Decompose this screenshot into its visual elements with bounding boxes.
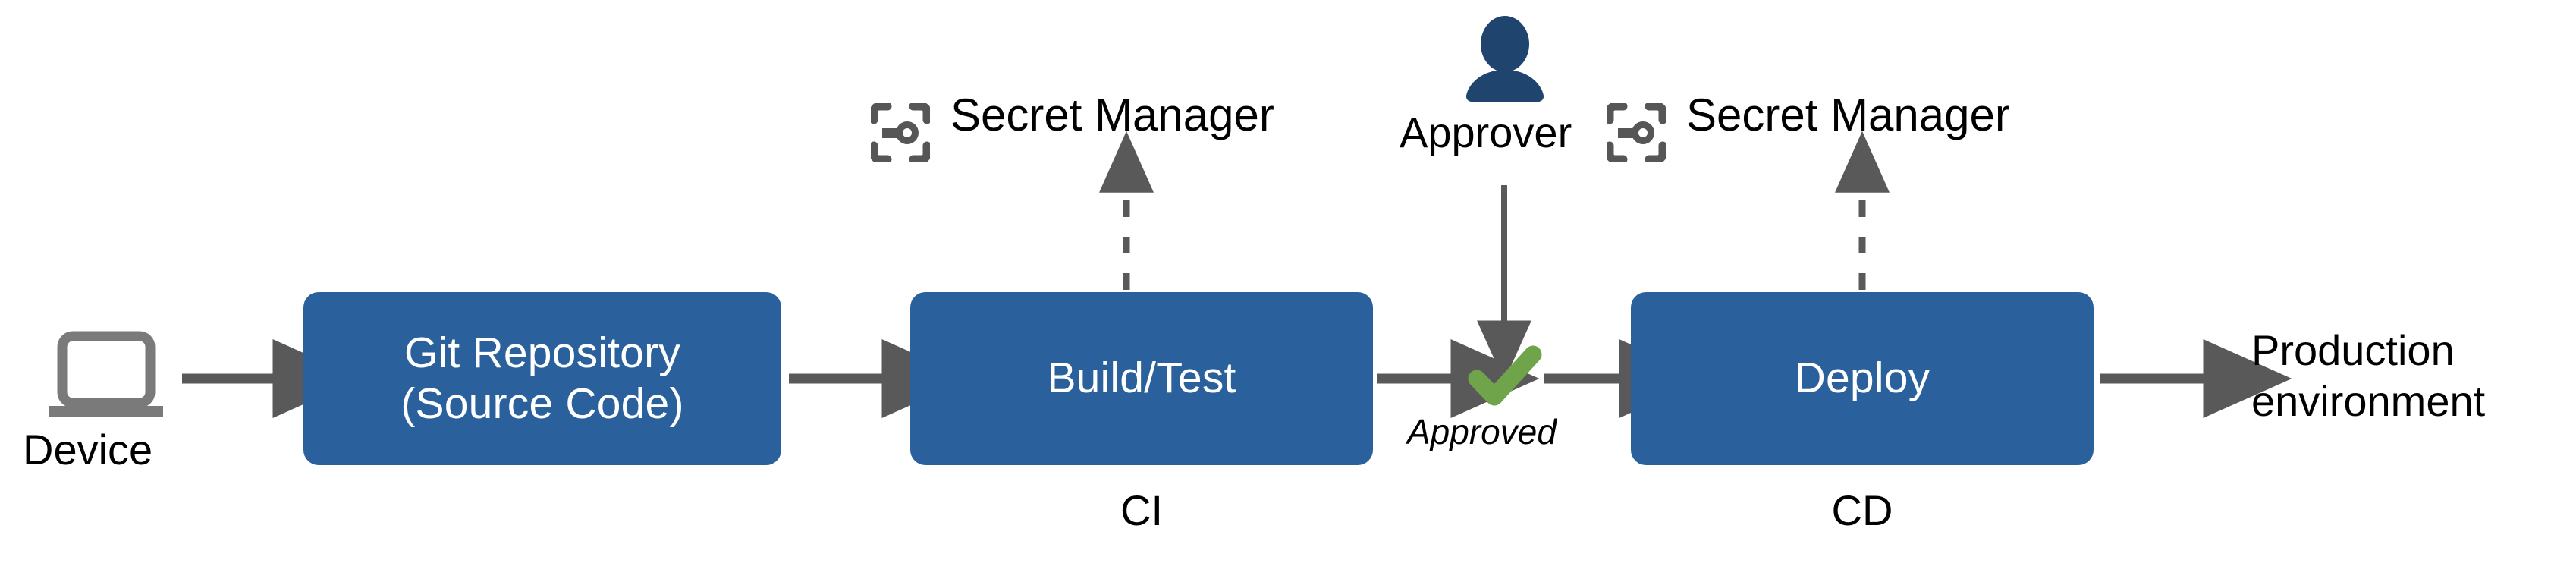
stage-label-cd: CD [1831,486,1893,534]
git-repository-line2: (Source Code) [401,379,684,428]
green-check-icon [1468,345,1542,414]
production-line1: Production [2251,326,2455,374]
node-build-test[interactable]: Build/Test [910,292,1373,465]
production-environment-label: Production environment [2251,325,2485,426]
production-line2: environment [2251,377,2486,426]
approver-label: Approver [1400,109,1572,156]
secret-manager-key-icon [869,102,931,164]
build-test-label: Build/Test [1047,354,1236,403]
laptop-icon [46,330,167,421]
device-label: Device [23,426,153,473]
secret-manager-cd-label: Secret Manager [1686,90,2010,140]
git-repository-line1: Git Repository [404,328,680,377]
approved-label: Approved [1407,412,1557,451]
secret-manager-key-icon [1605,102,1667,164]
stage-label-ci: CI [1120,486,1163,534]
node-git-repository[interactable]: Git Repository (Source Code) [303,292,781,465]
person-icon [1462,15,1547,105]
node-deploy[interactable]: Deploy [1631,292,2094,465]
secret-manager-ci-label: Secret Manager [950,90,1274,140]
deploy-label: Deploy [1794,354,1930,403]
